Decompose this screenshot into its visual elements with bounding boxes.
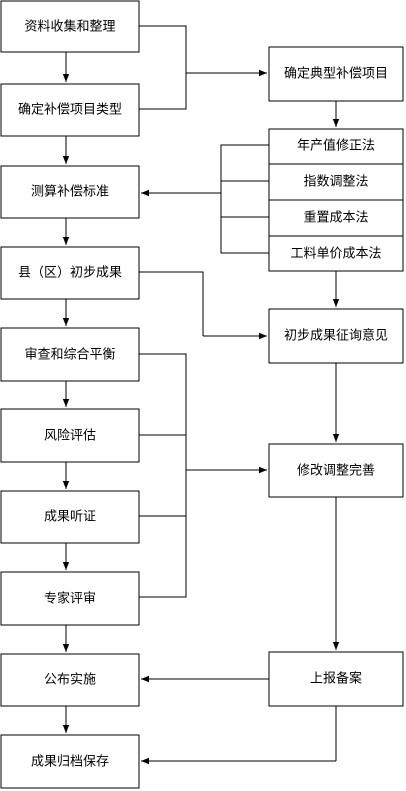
bracket-collect-type: [139, 25, 187, 110]
label-calc: 测算补偿标准: [31, 185, 109, 200]
box-expert: [0, 571, 140, 626]
box-archive: [0, 734, 140, 789]
label-risk: 风险评估: [44, 429, 96, 444]
label-m4: 工料单价成本法: [290, 247, 381, 262]
right-column: 确定典型补偿项目 年产值修正法 指数调整法 重置成本法 工料单价成本法 初步成果…: [268, 46, 404, 707]
box-report: [268, 651, 404, 707]
label-expert: 专家评审: [44, 591, 96, 607]
label-collect: 资料收集和整理: [24, 19, 115, 35]
box-hearing: [0, 490, 140, 544]
box-publish: [0, 653, 140, 707]
label-m2: 指数调整法: [303, 175, 368, 190]
label-m1: 年产值修正法: [297, 138, 375, 154]
box-review: [0, 327, 140, 382]
label-review: 审查和综合平衡: [24, 348, 115, 363]
box-county: [0, 246, 140, 300]
left-column: 资料收集和整理 确定补偿项目类型 测算补偿标准 县（区）初步成果 审查和综合平衡…: [0, 0, 140, 789]
label-revise: 修改调整完善: [297, 463, 375, 479]
box-collect: [0, 0, 140, 53]
bracket-review-expert: [139, 353, 187, 598]
bracket-methods: [220, 144, 269, 254]
line-county-out: [139, 271, 204, 336]
label-opinion: 初步成果征询意见: [284, 328, 388, 344]
box-type: [0, 83, 140, 137]
label-report: 上报备案: [310, 671, 362, 687]
box-risk: [0, 408, 140, 463]
label-publish: 公布实施: [44, 673, 96, 688]
label-m3: 重置成本法: [303, 210, 368, 226]
label-county: 县（区）初步成果: [18, 266, 122, 281]
box-calc: [0, 165, 140, 219]
label-type: 确定补偿项目类型: [18, 103, 122, 118]
box-revise: [268, 443, 404, 498]
label-typical: 确定典型补偿项目: [284, 67, 388, 82]
methods-group: 年产值修正法 指数调整法 重置成本法 工料单价成本法: [268, 128, 404, 272]
box-opinion: [268, 308, 404, 364]
label-archive: 成果归档保存: [31, 755, 109, 770]
label-hearing: 成果听证: [44, 510, 96, 525]
connectors: [62, 25, 340, 765]
box-typical: [268, 46, 404, 102]
